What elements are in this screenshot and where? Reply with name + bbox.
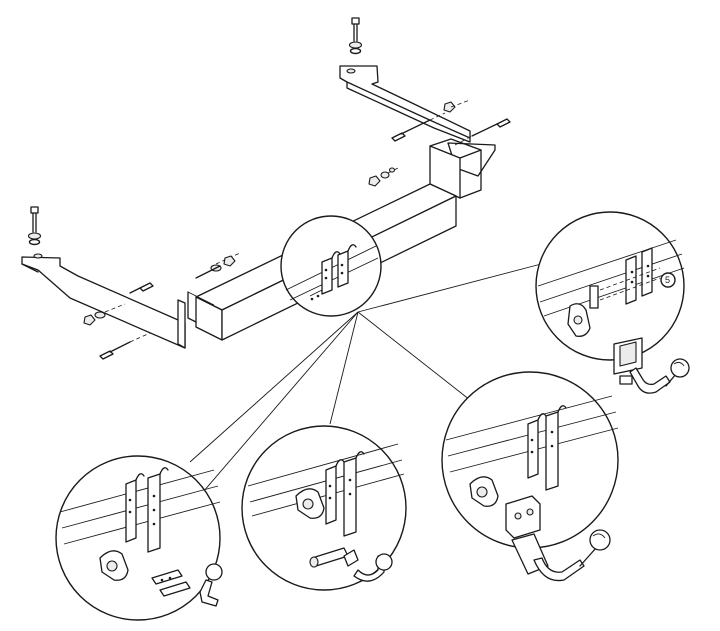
right-bolts-and-nuts [369, 100, 510, 186]
detail-variant-bottom-left [56, 456, 222, 620]
detail-variant-bottom-right [442, 372, 618, 581]
right-mounting-bracket [340, 66, 495, 198]
detail-variant-bottom-center [242, 426, 406, 590]
detail-circle-top [281, 216, 381, 316]
main-assembly [22, 18, 510, 359]
left-bolts-and-nuts [84, 283, 153, 359]
left-vertical-bolt [29, 207, 41, 245]
callout-number: 5 [665, 275, 670, 285]
left-mounting-bracket [22, 254, 185, 348]
callout-circle [661, 273, 675, 287]
detail-variant-top-right: 5 [536, 212, 689, 393]
right-vertical-bolt [350, 18, 362, 54]
